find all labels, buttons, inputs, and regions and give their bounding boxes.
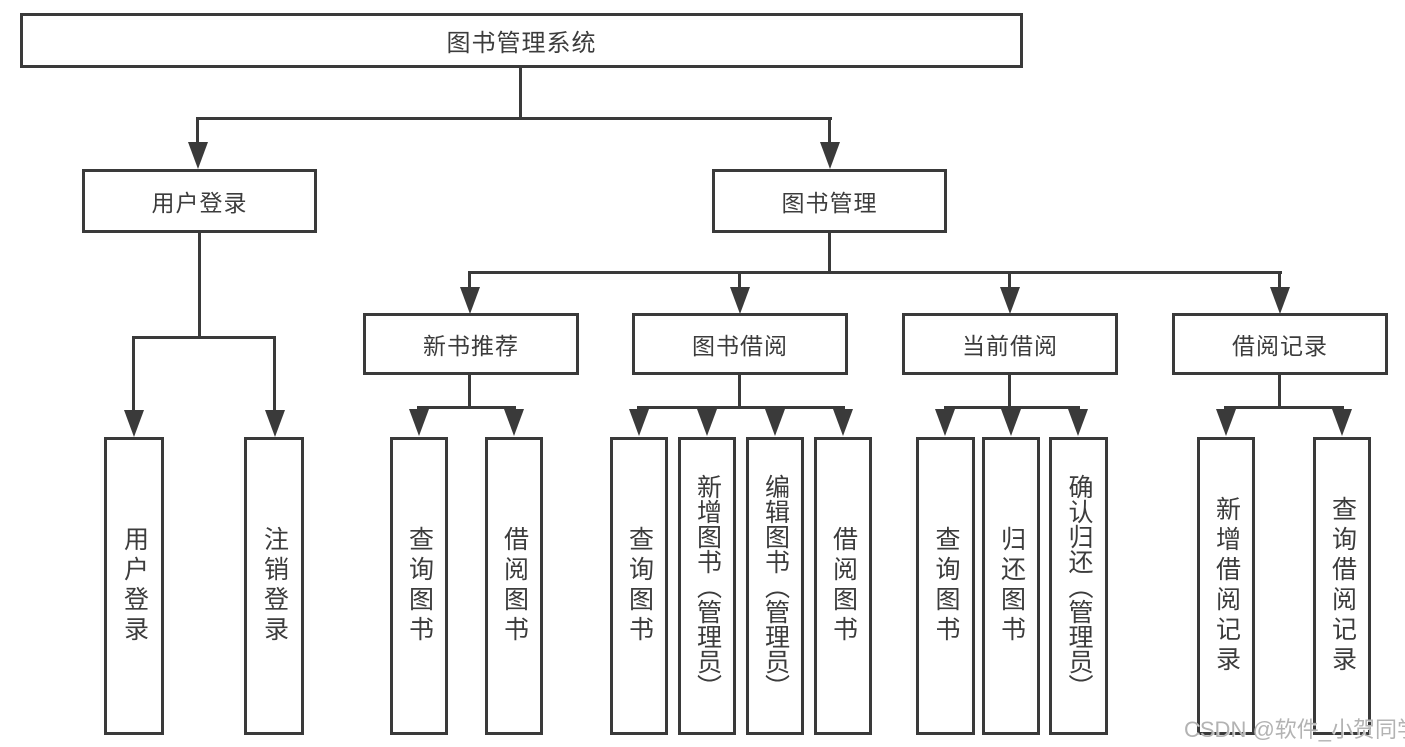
arrow-down-icon bbox=[188, 142, 208, 169]
connector-book-management-stub bbox=[828, 117, 831, 144]
arrow-down-icon bbox=[1001, 409, 1021, 436]
leaf-cb-return-books: 归还图书 bbox=[982, 437, 1040, 735]
arrow-down-icon bbox=[820, 142, 840, 169]
leaf-br-query-record-label: 查询借阅记录 bbox=[1328, 496, 1357, 676]
leaf-nbr-query-books: 查询图书 bbox=[390, 437, 448, 735]
leaf-user-login: 用户登录 bbox=[104, 437, 164, 735]
leaf-cb-query-books-label: 查询图书 bbox=[932, 526, 960, 646]
node-root-label: 图书管理系统 bbox=[446, 30, 597, 57]
arrow-down-icon bbox=[629, 409, 649, 436]
connector-book-management-stem bbox=[828, 233, 831, 274]
leaf-cb-query-books: 查询图书 bbox=[916, 437, 975, 735]
connector-bb-stem bbox=[738, 375, 741, 409]
connector-level3-stub bbox=[1008, 271, 1011, 291]
connector-leaf-stub bbox=[132, 336, 135, 413]
node-book-borrow: 图书借阅 bbox=[632, 313, 848, 375]
node-user-login: 用户登录 bbox=[82, 169, 317, 233]
arrow-down-icon bbox=[697, 409, 717, 436]
connector-level3-hline bbox=[468, 271, 1282, 274]
node-book-management: 图书管理 bbox=[712, 169, 947, 233]
leaf-bb-edit-books-admin: 编辑图书（管理员） bbox=[746, 437, 804, 735]
arrow-down-icon bbox=[409, 409, 429, 436]
leaf-user-login-label: 用户登录 bbox=[120, 526, 149, 646]
connector-bb-hline bbox=[637, 406, 845, 409]
arrow-down-icon bbox=[460, 287, 480, 314]
connector-level3-stub bbox=[1278, 271, 1281, 291]
connector-level2-hline bbox=[196, 117, 832, 120]
connector-leaf-stub bbox=[273, 336, 276, 413]
leaf-br-add-record-label: 新增借阅记录 bbox=[1212, 496, 1241, 676]
arrow-down-icon bbox=[1216, 409, 1236, 436]
arrow-down-icon bbox=[1332, 409, 1352, 436]
leaf-bb-add-books-admin: 新增图书（管理员） bbox=[678, 437, 736, 735]
leaf-br-query-record: 查询借阅记录 bbox=[1313, 437, 1371, 735]
arrow-down-icon bbox=[730, 287, 750, 314]
node-root: 图书管理系统 bbox=[20, 13, 1023, 68]
node-book-borrow-label: 图书借阅 bbox=[692, 333, 788, 359]
leaf-logout-label: 注销登录 bbox=[260, 526, 289, 646]
node-new-book-recommend-label: 新书推荐 bbox=[423, 333, 519, 359]
arrow-down-icon bbox=[765, 409, 785, 436]
connector-cb-stem bbox=[1008, 375, 1011, 409]
connector-nbr-stem bbox=[468, 375, 471, 409]
connector-user-login-stub bbox=[196, 117, 199, 144]
node-current-borrow: 当前借阅 bbox=[902, 313, 1118, 375]
arrow-down-icon bbox=[124, 410, 144, 437]
connector-root-stem bbox=[519, 68, 522, 119]
node-current-borrow-label: 当前借阅 bbox=[962, 333, 1058, 359]
connector-br-stem bbox=[1278, 375, 1281, 409]
arrow-down-icon bbox=[504, 409, 524, 436]
leaf-bb-add-books-admin-label: 新增图书（管理员） bbox=[693, 473, 722, 699]
leaf-bb-borrow-books: 借阅图书 bbox=[814, 437, 872, 735]
connector-br-hline bbox=[1224, 406, 1344, 409]
arrow-down-icon bbox=[833, 409, 853, 436]
leaf-bb-borrow-books-label: 借阅图书 bbox=[829, 526, 858, 646]
node-new-book-recommend: 新书推荐 bbox=[363, 313, 579, 375]
leaf-logout: 注销登录 bbox=[244, 437, 304, 735]
node-book-management-label: 图书管理 bbox=[781, 190, 878, 216]
connector-cb-hline bbox=[944, 406, 1080, 409]
leaf-bb-query-books: 查询图书 bbox=[610, 437, 668, 735]
leaf-nbr-query-books-label: 查询图书 bbox=[405, 526, 434, 646]
leaf-cb-confirm-return-admin-label: 确认归还（管理员） bbox=[1065, 473, 1093, 699]
connector-level3-stub bbox=[738, 271, 741, 291]
leaf-br-add-record: 新增借阅记录 bbox=[1197, 437, 1255, 735]
arrow-down-icon bbox=[1270, 287, 1290, 314]
leaf-nbr-borrow-books-label: 借阅图书 bbox=[500, 526, 529, 646]
connector-nbr-hline bbox=[417, 406, 516, 409]
connector-user-login-stem bbox=[198, 233, 201, 339]
leaf-bb-query-books-label: 查询图书 bbox=[625, 526, 654, 646]
leaf-cb-confirm-return-admin: 确认归还（管理员） bbox=[1049, 437, 1108, 735]
arrow-down-icon bbox=[1068, 409, 1088, 436]
leaf-nbr-borrow-books: 借阅图书 bbox=[485, 437, 543, 735]
node-user-login-label: 用户登录 bbox=[151, 190, 248, 216]
leaf-cb-return-books-label: 归还图书 bbox=[997, 526, 1026, 646]
watermark: CSDN @软件_小贺同学 bbox=[1184, 717, 1405, 742]
arrow-down-icon bbox=[935, 409, 955, 436]
node-borrow-records-label: 借阅记录 bbox=[1232, 333, 1328, 359]
node-borrow-records: 借阅记录 bbox=[1172, 313, 1388, 375]
arrow-down-icon bbox=[1000, 287, 1020, 314]
connector-user-login-hline bbox=[132, 336, 276, 339]
connector-level3-stub bbox=[468, 271, 471, 291]
leaf-bb-edit-books-admin-label: 编辑图书（管理员） bbox=[761, 473, 790, 699]
arrow-down-icon bbox=[265, 410, 285, 437]
